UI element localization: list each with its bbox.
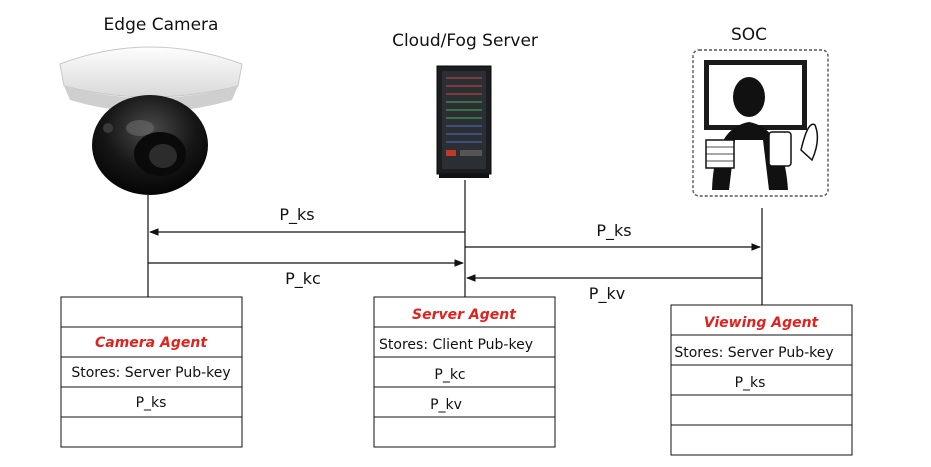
viewing-agent-row: Stores: Server Pub-key — [674, 345, 833, 361]
server-agent-title: Server Agent — [412, 307, 517, 323]
soc-title: SOC — [731, 25, 767, 45]
label-ks-to-soc: P_ks — [596, 221, 631, 241]
label-kv-to-server: P_kv — [589, 284, 625, 304]
server-agent-row: P_kv — [430, 397, 462, 413]
viewing-agent-row: P_ks — [735, 375, 766, 391]
server-title: Cloud/Fog Server — [392, 31, 538, 51]
label-kc-to-server: P_kc — [285, 269, 321, 289]
server-rack-icon — [436, 65, 492, 178]
viewing-agent-title: Viewing Agent — [704, 315, 820, 331]
camera-title: Edge Camera — [104, 15, 219, 35]
server-agent-row: Stores: Client Pub-key — [379, 337, 533, 353]
camera-agent-title: Camera Agent — [95, 335, 208, 351]
camera-agent-row: P_ks — [136, 395, 167, 411]
security-camera-icon — [59, 46, 243, 195]
camera-agent-row: Stores: Server Pub-key — [71, 365, 230, 381]
viewing-agent-table: Viewing Agent Stores: Server Pub-key P_k… — [670, 304, 853, 456]
server-agent-table: Server Agent Stores: Client Pub-key P_kc… — [373, 296, 556, 448]
soc-operator-icon — [692, 49, 829, 197]
camera-agent-table: Camera Agent Stores: Server Pub-key P_ks — [60, 296, 243, 448]
server-agent-row: P_kc — [434, 367, 465, 383]
label-ks-to-camera: P_ks — [279, 205, 314, 225]
